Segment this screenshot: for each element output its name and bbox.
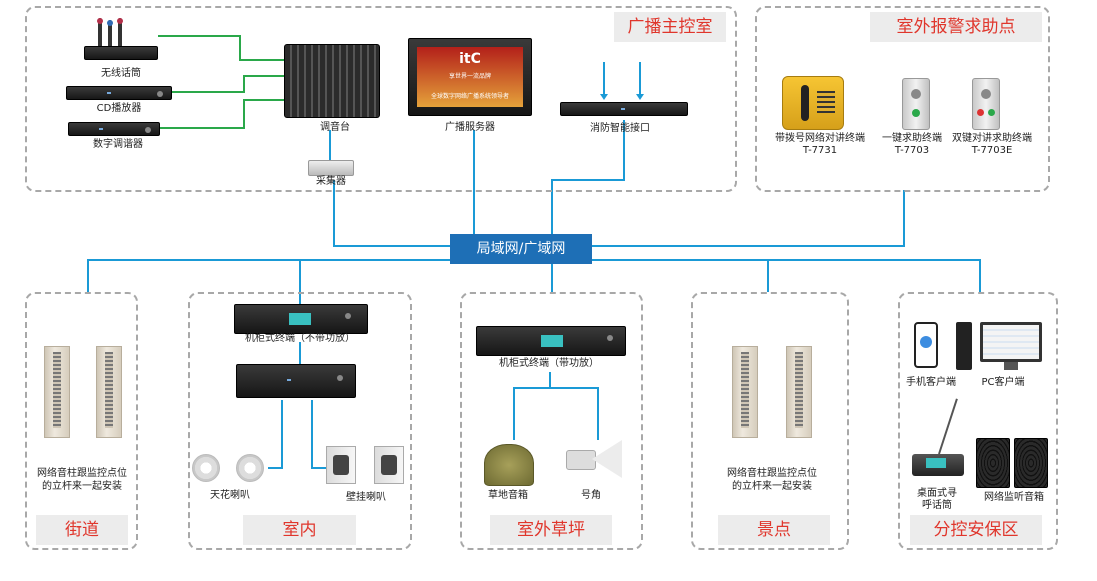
wireless-mic-label: 无线话筒 [101,68,141,79]
mixer-label: 调音台 [320,122,350,133]
scenic-column-speaker-1 [732,346,758,438]
indoor-rack-label: 机柜式终端（不带功放） [245,333,355,344]
ceiling-speaker-label: 天花喇叭 [210,490,250,501]
scenic-zone [691,292,849,550]
tuner-device [68,122,160,136]
pc-client-label: PC客户端 [981,377,1025,388]
server-label: 广播服务器 [445,122,495,133]
control-room-title: 广播主控室 [614,12,726,42]
scenic-column-speaker-2 [786,346,812,438]
t7731-name: 带拨号网络对讲终端 [775,133,865,144]
lawn-split-line [513,372,551,440]
indoor-zone [188,292,412,550]
lan-wan-node: 局域网/广域网 [450,234,592,264]
cd-to-mixer-line [172,75,285,93]
monitor-speaker-label: 网络监听音箱 [984,492,1044,503]
ceiling-speaker-2 [236,454,264,482]
alarm-to-lan-line [592,190,905,247]
collector-device [308,160,354,176]
t7703e-model: T-7703E [971,145,1013,156]
security-title: 分控安保区 [910,515,1042,545]
lawn-horn-line [550,387,599,440]
desk-mic-label-line2: 呼话筒 [922,500,952,511]
server-screen-line1: 享世界一流品牌 [448,73,491,80]
tuner-label: 数字调谐器 [93,139,143,150]
lawn-rack-label: 机柜式终端（带功放） [499,358,599,369]
security-zone [898,292,1058,550]
lan-bus-line [87,259,521,292]
scenic-note-line1: 网络音柱跟监控点位 [727,468,817,479]
fire-to-lan-line [551,120,625,234]
intercom-t7731-device [782,76,844,130]
pc-monitor-stand [1004,362,1018,370]
street-column-speaker-2 [96,346,122,438]
indoor-rack-terminal-device [234,304,368,334]
lawn-speaker-device [484,444,534,486]
monitor-speaker-2 [1014,438,1048,488]
horn-label: 号角 [581,490,601,501]
street-title: 街道 [36,515,128,545]
fire-interface-label: 消防智能接口 [590,123,650,134]
desk-mic-label-line1: 桌面式寻 [917,488,957,499]
wall-speaker-1 [326,446,356,484]
street-zone [25,292,138,550]
cd-player-label: CD播放器 [96,103,142,114]
mixer-device [284,44,380,118]
mobile-phone-device [914,322,938,368]
lawn-rack-terminal-device [476,326,626,356]
control-room-zone [25,6,737,192]
pc-tower-device [956,322,972,370]
monitor-speaker-1 [976,438,1010,488]
alarm-title: 室外报警求助点 [870,12,1042,42]
horn-speaker-device [566,440,624,480]
tuner-to-mixer-line [160,99,285,129]
help-t7703-device [902,78,930,130]
alarm-zone [755,6,1050,192]
fire-arrow-2 [636,94,644,100]
wall-speaker-2 [374,446,404,484]
server-screen-line2: 全球数字网络广播系统领导者 [430,93,509,100]
desk-mic-device [912,396,964,480]
server-device: itC 享世界一流品牌 全球数字网络广播系统领导者 [408,38,532,116]
collector-to-lan-line [333,180,450,247]
t7703-model: T-7703 [894,145,930,156]
t7731-model: T-7731 [802,145,838,156]
scenic-note-line2: 的立杆来一起安装 [732,481,812,492]
help-t7703e-device [972,78,1000,130]
phone-client-label: 手机客户端 [906,377,956,388]
pc-monitor-device [980,322,1042,362]
indoor-amplifier-device [236,364,356,398]
indoor-wall-line [311,400,326,469]
t7703-name: 一键求助终端 [882,133,942,144]
ceiling-speaker-1 [192,454,220,482]
lawn-title: 室外草坪 [490,515,612,545]
wall-speaker-label: 壁挂喇叭 [346,492,386,503]
indoor-title: 室内 [243,515,356,545]
mic-to-mixer-line [158,35,285,61]
wireless-mic-device [84,18,158,64]
t7703e-name: 双键对讲求助终端 [952,133,1032,144]
fire-interface-device [560,102,688,116]
street-note-line2: 的立杆来一起安装 [42,481,122,492]
collector-label: 采集器 [316,176,346,187]
street-note-line1: 网络音柱跟监控点位 [37,468,127,479]
fire-arrow-1 [600,94,608,100]
bus-right-line [520,259,981,292]
indoor-ceiling-line [268,400,283,469]
scenic-title: 景点 [718,515,830,545]
street-column-speaker-1 [44,346,70,438]
lawn-zone [460,292,643,550]
server-logo: itC [459,51,481,67]
cd-player-device [66,86,172,100]
lawn-speaker-label: 草地音箱 [488,490,528,501]
